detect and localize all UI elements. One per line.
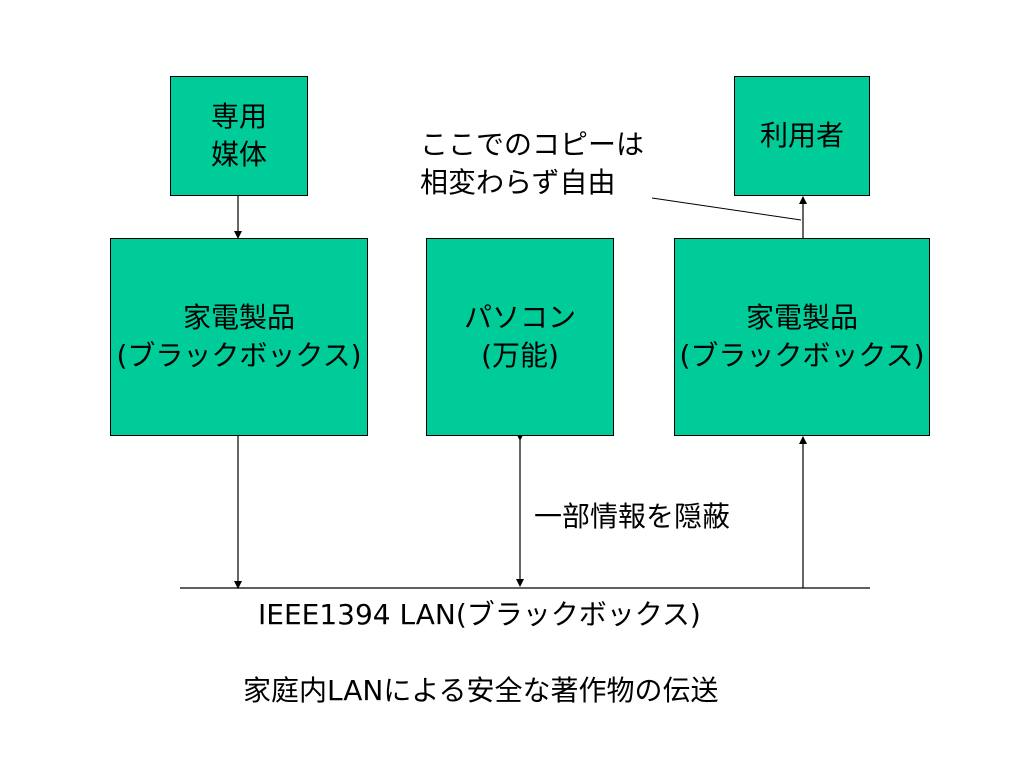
copy-note: ここでのコピーは 相変わらず自由 [420, 126, 644, 202]
hide-note: 一部情報を隠蔽 [534, 500, 731, 533]
bus-label: IEEE1394 LAN(ブラックボックス) [258, 598, 701, 631]
copy-note-pointer [651, 197, 802, 221]
appliance-left-box: 家電製品 (ブラックボックス) [110, 238, 368, 436]
dedicated-media-box: 専用 媒体 [170, 76, 308, 196]
box-line: パソコン [463, 301, 576, 334]
box-line: (万能) [481, 339, 559, 372]
box-line: (ブラックボックス) [116, 339, 362, 372]
box-line: 利用者 [759, 119, 844, 152]
appliance-right-box: 家電製品 (ブラックボックス) [674, 238, 930, 436]
box-line: 家電製品 [745, 301, 858, 334]
copy-note-line: 相変わらず自由 [420, 166, 616, 199]
box-line: 家電製品 [182, 301, 295, 334]
copy-note-line: ここでのコピーは [420, 128, 645, 161]
user-box: 利用者 [734, 76, 870, 196]
box-line: 媒体 [210, 138, 267, 171]
caption: 家庭内LANによる安全な著作物の伝送 [243, 674, 719, 707]
box-line: 専用 [210, 100, 267, 133]
pc-box: パソコン (万能) [426, 238, 614, 436]
box-line: (ブラックボックス) [679, 339, 925, 372]
